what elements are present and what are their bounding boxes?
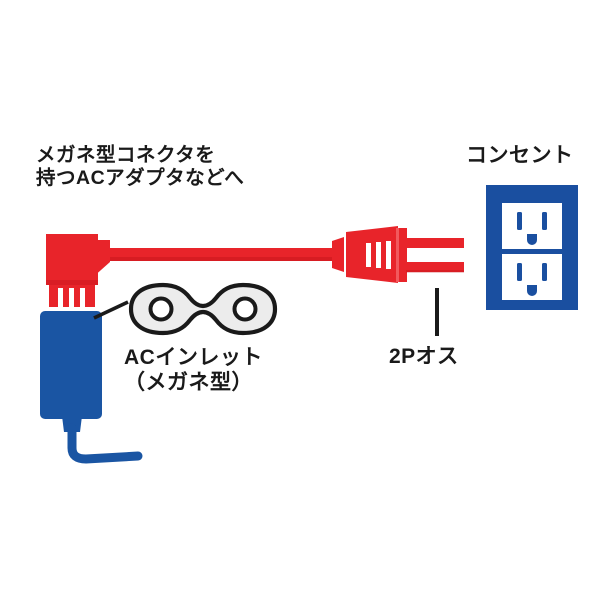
label-megane-connector-line2: 持つACアダプタなどへ — [36, 167, 245, 189]
label-ac-inlet: ACインレット（メガネ型） — [124, 346, 263, 396]
label-ac-inlet-line1: ACインレット — [124, 346, 263, 369]
outlet-receptacle-top — [502, 203, 562, 249]
leader-line-ac-inlet — [93, 300, 129, 320]
ac-adapter-body — [40, 311, 143, 464]
wall-outlet — [486, 185, 578, 310]
outlet-receptacle-bottom — [502, 254, 562, 300]
ac-inlet-symbol — [128, 282, 278, 336]
label-megane-connector-line1: メガネ型コネクタを — [36, 144, 216, 166]
label-outlet: コンセント — [466, 144, 574, 167]
right-angle-connector — [46, 234, 110, 307]
label-ac-inlet-line2: （メガネ型） — [124, 370, 253, 394]
red-cable-run — [108, 248, 344, 261]
male-plug-2p — [332, 226, 464, 283]
label-megane-connector: メガネ型コネクタを持つACアダプタなどへ — [36, 144, 244, 190]
label-2p-male: 2Pオス — [389, 345, 459, 368]
